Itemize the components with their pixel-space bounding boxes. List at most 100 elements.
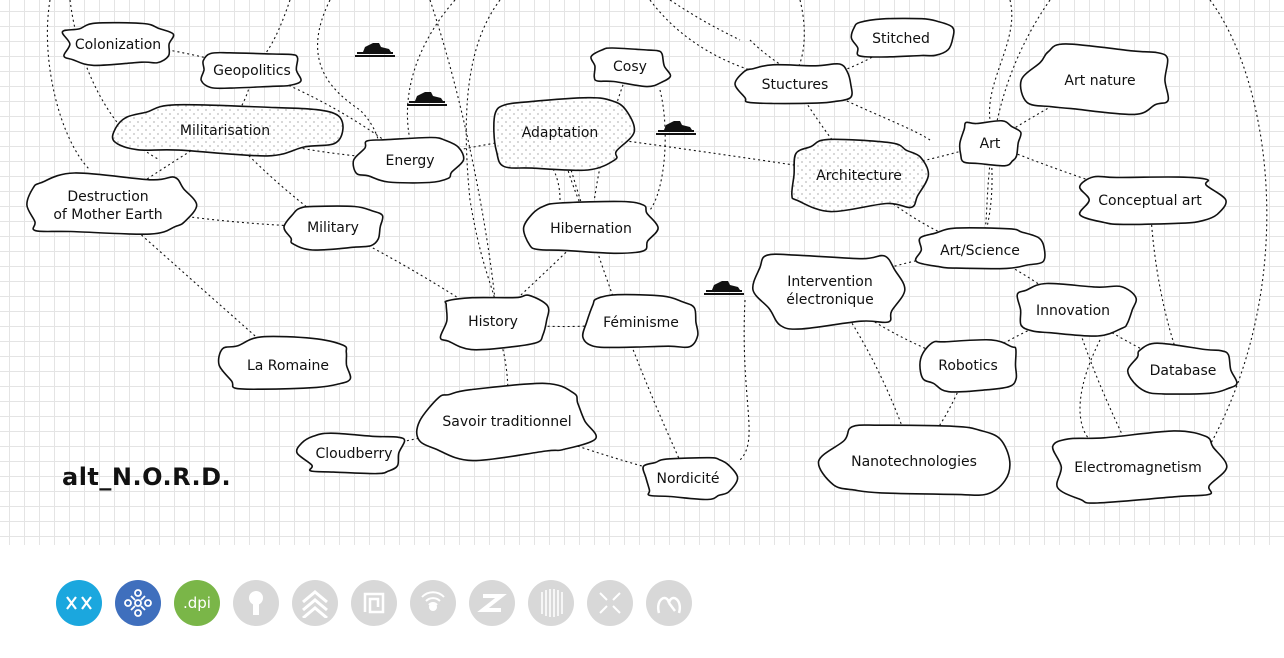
node-shape: [1051, 430, 1228, 504]
node-shape: [26, 172, 198, 236]
concept-node-military[interactable]: Military: [283, 205, 384, 251]
concept-node-database[interactable]: Database: [1126, 342, 1238, 395]
brand-title: alt_N.O.R.D.: [62, 463, 232, 491]
decorative-link-line: [465, 0, 501, 301]
cross-logo[interactable]: [587, 580, 633, 626]
node-shape: [919, 338, 1018, 393]
node-label: Geopolitics: [213, 63, 291, 79]
node-label: Cosy: [613, 59, 647, 75]
decorative-link-line: [794, 0, 805, 71]
zigzag-logo[interactable]: [469, 580, 515, 626]
xx-logo[interactable]: [56, 580, 102, 626]
concept-node-robotics[interactable]: Robotics: [919, 338, 1018, 393]
node-shape: [817, 424, 1011, 497]
concept-link: [117, 43, 253, 71]
concept-node-geopolitics[interactable]: Geopolitics: [200, 51, 302, 90]
node-label: Destruction: [67, 189, 148, 205]
concept-node-art-science[interactable]: Art/Science: [914, 226, 1046, 270]
concept-node-destruction[interactable]: Destruction of Mother Earth: [26, 172, 198, 236]
node-label: Architecture: [816, 168, 902, 184]
node-label: Féminisme: [603, 315, 679, 331]
node-label: Nordicité: [656, 471, 719, 487]
concept-node-nanotech[interactable]: Nanotechnologies: [817, 424, 1011, 497]
concept-node-colonization[interactable]: Colonization: [61, 21, 175, 67]
node-label: Adaptation: [522, 125, 599, 141]
xx-icon: [66, 596, 92, 610]
signal-icon: [421, 591, 445, 611]
snowmobile-icon: [656, 121, 696, 135]
node-label: Militarisation: [180, 123, 270, 139]
concept-node-feminisme[interactable]: Féminisme: [581, 293, 699, 349]
decorative-link-line: [1209, 0, 1268, 446]
loop-icon: [656, 596, 682, 614]
concept-node-hibernation[interactable]: Hibernation: [522, 200, 659, 255]
node-label: Robotics: [938, 358, 998, 374]
node-shape: [1078, 175, 1227, 226]
decorative-link-line: [649, 0, 751, 71]
node-shape: [522, 200, 659, 255]
concept-node-history[interactable]: History: [439, 294, 550, 351]
decorative-link-line: [739, 299, 750, 461]
node-shape: [61, 21, 175, 67]
concept-node-art-nature[interactable]: Art nature: [1019, 43, 1170, 116]
square-spiral-icon: [363, 592, 385, 614]
concept-node-adaptation[interactable]: Adaptation: [493, 96, 636, 172]
concept-node-cloudberry[interactable]: Cloudberry: [295, 432, 406, 475]
node-shape: [439, 294, 550, 351]
snowmobile-icon: [407, 92, 447, 106]
concept-node-stitched[interactable]: Stitched: [850, 17, 955, 58]
stripes-logo[interactable]: [528, 580, 574, 626]
node-shape: [200, 51, 302, 90]
concept-node-energy[interactable]: Energy: [352, 136, 465, 184]
concept-node-innovation[interactable]: Innovation: [1016, 282, 1138, 337]
concept-node-stuctures[interactable]: Stuctures: [734, 62, 853, 105]
node-label: Innovation: [1036, 303, 1110, 319]
square-spiral-logo[interactable]: [351, 580, 397, 626]
decorative-link-line: [1079, 339, 1101, 441]
node-shape: [590, 47, 672, 88]
node-label: Stitched: [872, 31, 930, 47]
keyhole-logo[interactable]: [233, 580, 279, 626]
node-shape: [352, 136, 465, 184]
concept-node-militarisation[interactable]: Militarisation: [111, 103, 344, 157]
node-label: Savoir traditionnel: [442, 414, 571, 430]
node-shape: [416, 382, 598, 462]
node-label: Nanotechnologies: [851, 454, 977, 470]
dpi-logo[interactable]: .dpi: [174, 580, 220, 626]
concept-node-architecture[interactable]: Architecture: [790, 138, 930, 213]
concept-node-cosy[interactable]: Cosy: [590, 47, 672, 88]
concept-node-intervention[interactable]: Intervention électronique: [751, 253, 906, 330]
node-label: électronique: [786, 292, 873, 308]
node-label: Military: [307, 220, 359, 236]
decorative-link-line: [988, 0, 1013, 121]
node-shape: [1016, 282, 1138, 337]
node-shape: [111, 103, 344, 157]
decorative-link-line: [669, 0, 741, 41]
concept-node-savoir[interactable]: Savoir traditionnel: [416, 382, 598, 462]
node-label: Conceptual art: [1098, 193, 1202, 209]
network-logo[interactable]: [115, 580, 161, 626]
signal-logo[interactable]: [410, 580, 456, 626]
concept-node-la-romaine[interactable]: La Romaine: [217, 335, 352, 391]
concept-node-art[interactable]: Art: [958, 119, 1022, 167]
node-shape: [283, 205, 384, 251]
stripes-icon: [541, 589, 563, 617]
node-label: Database: [1150, 363, 1217, 379]
node-label: Intervention: [787, 274, 872, 290]
zigzag-icon: [477, 594, 507, 612]
node-shape: [493, 96, 636, 172]
loop-logo[interactable]: [646, 580, 692, 626]
concept-node-nordicite[interactable]: Nordicité: [642, 456, 739, 501]
node-shape: [642, 456, 739, 501]
chevrons-icon: [302, 590, 328, 618]
node-shape: [1126, 342, 1238, 395]
node-label: of Mother Earth: [53, 207, 162, 223]
decorative-link-line: [259, 0, 291, 61]
chevrons-logo[interactable]: [292, 580, 338, 626]
node-shape: [958, 119, 1022, 167]
concept-node-electromagnetism[interactable]: Electromagnetism: [1051, 430, 1228, 504]
node-shape: [734, 62, 853, 105]
concept-node-conceptual-art[interactable]: Conceptual art: [1078, 175, 1227, 226]
concept-link: [1149, 199, 1184, 371]
